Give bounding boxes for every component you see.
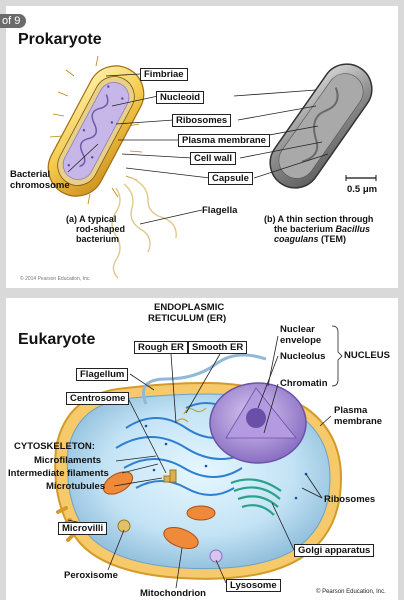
label-er-1: ENDOPLASMIC bbox=[154, 302, 225, 313]
caption-a: (a) A typical rod-shaped bacterium bbox=[66, 214, 126, 244]
eukaryote-slide: Eukaryote ENDOPLASMIC RETICULUM (ER) Rou… bbox=[6, 298, 398, 600]
flagella-strands bbox=[111, 177, 177, 279]
eukaryote-illustration bbox=[54, 325, 343, 589]
label-rough-er: Rough ER bbox=[134, 341, 188, 354]
label-flagella: Flagella bbox=[202, 205, 238, 216]
label-microtubules: Microtubules bbox=[46, 481, 106, 492]
label-microfilaments: Microfilaments bbox=[34, 455, 102, 466]
label-smooth-er: Smooth ER bbox=[188, 341, 248, 354]
page-counter: of 9 bbox=[0, 14, 27, 28]
lysosome-shape bbox=[209, 549, 223, 563]
label-nucleolus: Nucleolus bbox=[280, 351, 326, 362]
scale-bar-label: 0.5 μm bbox=[347, 184, 378, 195]
eukaryote-leader-lines bbox=[67, 335, 332, 589]
label-nucleus: NUCLEUS bbox=[344, 350, 390, 361]
peroxisome-shape bbox=[117, 519, 131, 533]
label-plasma-membrane-1: Plasma bbox=[334, 405, 368, 416]
label-cytoskeleton: CYTOSKELETON: bbox=[14, 441, 95, 452]
caption-b: (b) A thin section through the bacterium… bbox=[264, 214, 374, 244]
label-flagellum: Flagellum bbox=[76, 368, 129, 381]
label-cell-wall: Cell wall bbox=[190, 152, 237, 165]
eukaryote-title: Eukaryote bbox=[18, 331, 96, 348]
label-centrosome: Centrosome bbox=[66, 392, 130, 405]
bacterium-body bbox=[47, 65, 145, 197]
prokaryote-leader-lines bbox=[67, 73, 329, 225]
label-chromatin: Chromatin bbox=[280, 378, 328, 389]
label-nucleoid: Nucleoid bbox=[156, 91, 205, 104]
label-fimbriae: Fimbriae bbox=[140, 68, 188, 81]
label-nuclear-envelope-1: Nuclear bbox=[280, 324, 315, 335]
eukaryote-copyright: © Pearson Education, Inc. bbox=[316, 589, 386, 595]
flagellum-shape bbox=[142, 353, 267, 405]
smooth-er-tubes bbox=[175, 407, 207, 423]
golgi-shape bbox=[230, 478, 282, 516]
nucleus-bracket bbox=[331, 325, 343, 387]
label-mitochondrion: Mitochondrion bbox=[140, 588, 206, 599]
label-ribosomes: Ribosomes bbox=[324, 494, 376, 505]
prokaryote-illustration bbox=[47, 55, 377, 279]
nucleolus-shape bbox=[246, 408, 266, 428]
label-plasma-membrane-2: membrane bbox=[334, 416, 383, 427]
prokaryote-copyright: © 2014 Pearson Education, Inc. bbox=[20, 276, 91, 282]
label-bacterial-chromosome-2: chromosome bbox=[10, 180, 70, 191]
label-peroxisome: Peroxisome bbox=[64, 570, 118, 581]
label-capsule: Capsule bbox=[208, 172, 253, 185]
mitochondria-shapes bbox=[102, 471, 216, 549]
label-microvilli: Microvilli bbox=[58, 522, 108, 535]
centrosome-shape bbox=[163, 469, 177, 483]
label-intermediate-filaments: Intermediate filaments bbox=[8, 468, 109, 479]
prokaryote-slide: Prokaryote Fimbriae Nucleoid Ribosomes P… bbox=[6, 6, 398, 288]
label-plasma-membrane: Plasma membrane bbox=[178, 134, 270, 147]
label-nuclear-envelope-2: envelope bbox=[280, 335, 322, 346]
label-bacterial-chromosome-1: Bacterial bbox=[10, 169, 51, 180]
label-ribosomes: Ribosomes bbox=[172, 114, 232, 127]
tem-micrograph bbox=[269, 63, 373, 189]
label-er-2: RETICULUM (ER) bbox=[148, 313, 227, 324]
prokaryote-title: Prokaryote bbox=[18, 31, 102, 48]
label-golgi: Golgi apparatus bbox=[294, 544, 375, 557]
label-lysosome: Lysosome bbox=[226, 579, 281, 592]
